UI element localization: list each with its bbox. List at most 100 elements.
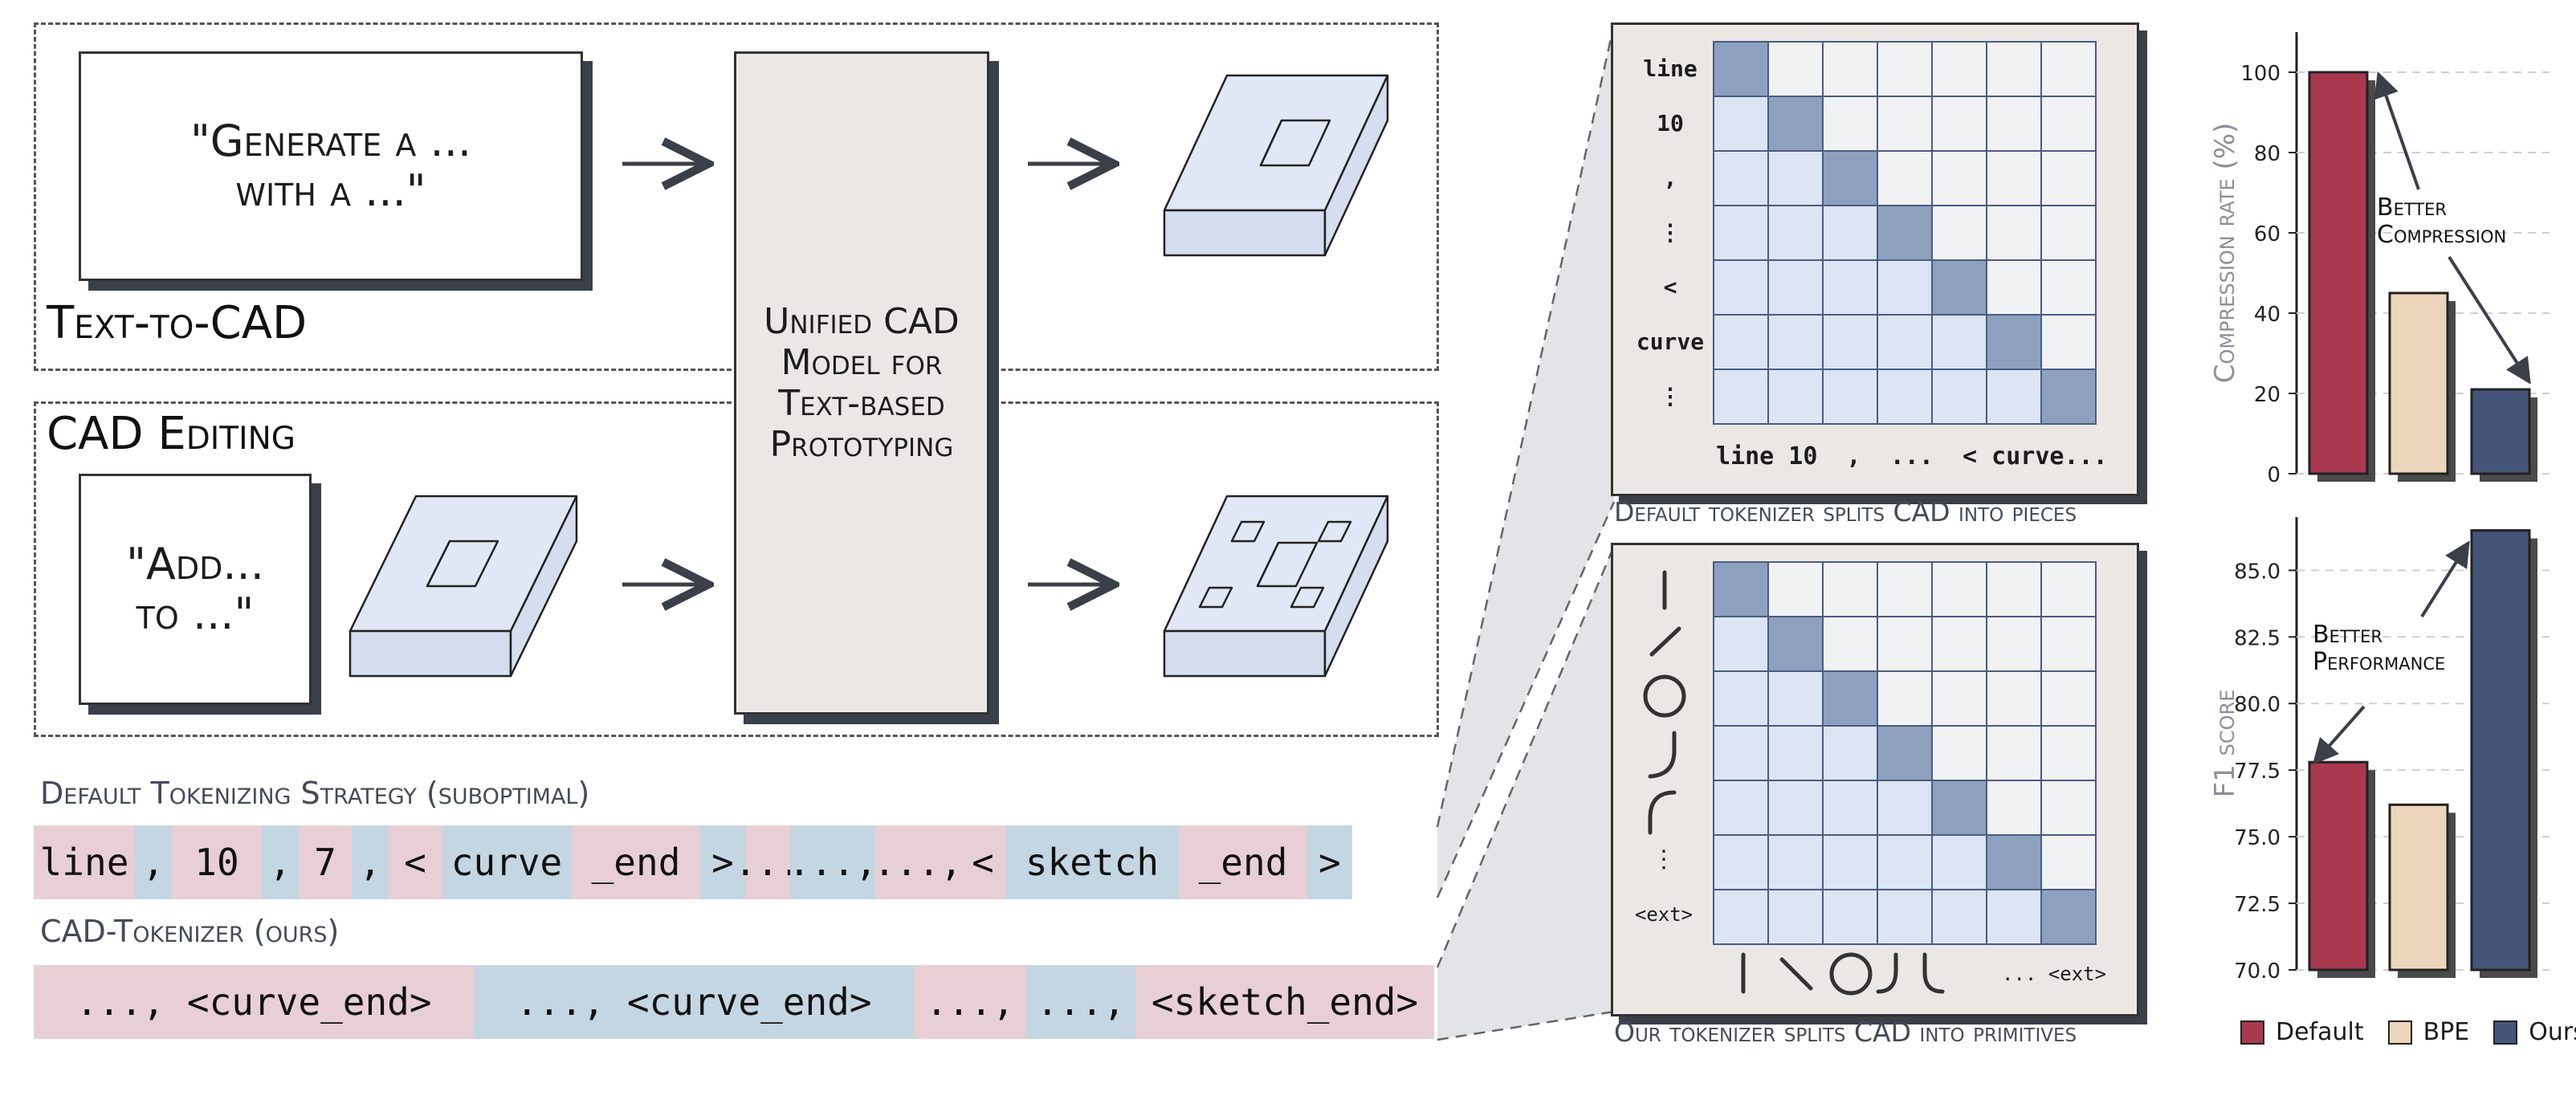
matrix-cell [2041, 260, 2096, 315]
arc-primitive-icon [1648, 731, 1677, 779]
legend-label: Ours [2529, 1018, 2576, 1046]
our-tokenizer-matrix-panel: ⋮ <ext> ... <ext> [1611, 543, 2139, 1016]
arc-primitive-icon [1876, 952, 1898, 994]
token: ..., [874, 825, 962, 899]
matrix-cell [1877, 617, 1932, 671]
matrix-cell [1823, 617, 1877, 671]
cad-block-edited-icon [1163, 495, 1389, 678]
matrix-cell [1714, 617, 1768, 671]
chart-legend: DefaultBPEOurs [2240, 1018, 2576, 1046]
legend-label: Default [2276, 1018, 2364, 1046]
matrix-cell [2041, 206, 2096, 260]
matrix-cell [1823, 726, 1877, 780]
matrix-cell [1987, 260, 2041, 315]
matrix-cell [2041, 617, 2096, 671]
circle-primitive-icon [1829, 952, 1873, 996]
matrix-cell [1823, 206, 1877, 260]
matrix-cell [1987, 42, 2041, 96]
token: ..., [789, 825, 877, 899]
matrix-cell [1823, 315, 1877, 369]
annotation-text: Compression [2377, 221, 2506, 249]
matrix-cell [1987, 671, 2041, 726]
matrix-cell [2041, 671, 2096, 726]
token: > [1307, 825, 1352, 899]
matrix-cell [1823, 260, 1877, 315]
matrix-cell [1823, 96, 1877, 151]
annotation-text: Performance [2313, 648, 2445, 676]
matrix-cell [1987, 617, 2041, 671]
bar-ours [2470, 388, 2531, 475]
y-tick-label: 100 [2240, 62, 2280, 86]
default-tokenizer-caption: Default tokenizer splits CAD into pieces [1614, 496, 2077, 528]
diagonal-cell [2041, 890, 2096, 944]
matrix-row-label: , [1663, 165, 1677, 191]
matrix-row-label: 10 [1657, 110, 1684, 136]
bar-bpe [2388, 803, 2449, 972]
y-tick-label: 72.5 [2234, 893, 2280, 917]
y-tick-label: 77.5 [2234, 760, 2280, 784]
matrix-cell [1932, 151, 1987, 206]
cad-block-with-hole-icon [1163, 74, 1389, 257]
diagonal-cell [2041, 369, 2096, 424]
y-axis-label: F1 score [2209, 690, 2241, 798]
generate-prompt-text: "Generate a ... with a ..." [190, 115, 472, 216]
matrix-cell [1714, 369, 1768, 424]
matrix-cell [1987, 562, 2041, 617]
text-to-cad-label: Text-to-CAD [47, 297, 308, 349]
y-tick-label: 40 [2254, 303, 2280, 327]
matrix-row-label: ⋮ [1659, 383, 1681, 409]
legend-swatch [2240, 1020, 2264, 1045]
default-token-row: line,10,7,<curve_end>......,...,<sketch_… [34, 825, 1352, 899]
matrix-cell [1877, 835, 1932, 890]
y-tick-label: 70.0 [2234, 959, 2280, 984]
cad-editing-label: CAD Editing [47, 408, 296, 460]
unified-cad-model-text: Unified CAD Model for Text-based Prototy… [764, 300, 960, 466]
diagonal-cell [1877, 206, 1932, 260]
matrix-cell [2041, 726, 2096, 780]
token: < [389, 825, 442, 899]
bar-default [2308, 71, 2369, 475]
matrix-row-label: curve [1636, 328, 1705, 355]
matrix-cell [1823, 369, 1877, 424]
matrix-cell [1768, 42, 1823, 96]
token: <sketch_end> [1135, 965, 1434, 1039]
matrix-cell [1877, 780, 1932, 835]
y-tick-label: 80 [2254, 142, 2280, 166]
matrix-cell [1932, 671, 1987, 726]
diagonal-cell [1714, 562, 1768, 617]
matrix-cell [1714, 96, 1768, 151]
y-tick-label: 82.5 [2234, 626, 2280, 650]
matrix-cell [1768, 315, 1823, 369]
matrix-cell [1714, 890, 1768, 944]
matrix-cell [1932, 835, 1987, 890]
diagonal-cell [1714, 42, 1768, 96]
bottom-matrix-axis-label: ... <ext> [2002, 963, 2107, 985]
matrix-cell [1714, 151, 1768, 206]
attention-grid-bottom [1713, 561, 2097, 945]
arrow-icon [2374, 71, 2420, 190]
diagonal-cell [1932, 780, 1987, 835]
ours-token-row: ..., <curve_end>..., <curve_end>...,...,… [34, 965, 1434, 1039]
bar-default [2308, 760, 2369, 972]
matrix-cell [1823, 42, 1877, 96]
matrix-cell [1877, 42, 1932, 96]
matrix-cell [1768, 835, 1823, 890]
token: < [960, 825, 1005, 899]
legend-swatch [2493, 1020, 2518, 1045]
cad-tokenizer-title: CAD-Tokenizer (ours) [40, 914, 340, 949]
matrix-cell [1932, 369, 1987, 424]
matrix-cell [2041, 151, 2096, 206]
cad-block-input-icon [348, 495, 578, 678]
arrow-icon [2448, 255, 2531, 385]
matrix-cell [1932, 617, 1987, 671]
y-tick-label: 0 [2267, 463, 2280, 487]
diagonal-cell [1768, 617, 1823, 671]
y-tick-label: 80.0 [2234, 693, 2280, 717]
matrix-cell [1877, 96, 1932, 151]
y-tick-label: 85.0 [2234, 560, 2280, 584]
annotation-text: Better [2377, 193, 2447, 222]
primitive-glyphs [1643, 570, 1945, 996]
